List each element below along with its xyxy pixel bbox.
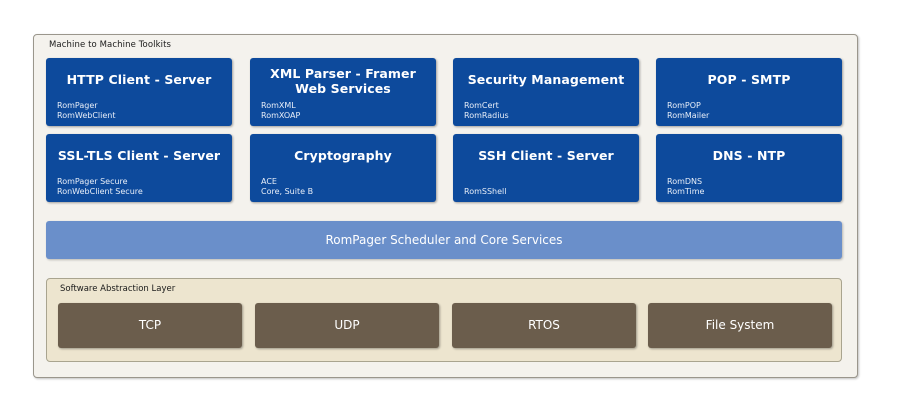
- tile-title-line: Web Services: [295, 81, 391, 96]
- tile-products: RomPager Secure RonWebClient Secure: [57, 177, 143, 197]
- tile-title: XML Parser - Framer Web Services: [254, 66, 432, 96]
- tile-products: RomXML RomXOAP: [261, 101, 300, 121]
- product-name: RomPOP: [667, 101, 701, 110]
- tile-cryptography: Cryptography ACE Core, Suite B: [250, 134, 436, 202]
- tile-pop-smtp: POP - SMTP RomPOP RomMailer: [656, 58, 842, 126]
- tile-title: POP - SMTP: [707, 72, 791, 87]
- scheduler-core-services-bar: RomPager Scheduler and Core Services: [46, 221, 842, 259]
- layer-item-file-system: File System: [648, 303, 832, 348]
- product-name: ACE: [261, 177, 277, 186]
- layer-item-rtos: RTOS: [452, 303, 636, 348]
- product-name: RomSShell: [464, 187, 507, 196]
- tile-products: RomPager RomWebClient: [57, 101, 116, 121]
- product-name: RomXML: [261, 101, 296, 110]
- product-name: RomWebClient: [57, 111, 116, 120]
- product-name: RomPager: [57, 101, 98, 110]
- tile-title: HTTP Client - Server: [66, 72, 212, 87]
- tile-products: RomSShell: [464, 187, 506, 197]
- tile-xml-parser-framer: XML Parser - Framer Web Services RomXML …: [250, 58, 436, 126]
- tile-title-line: XML Parser - Framer: [270, 66, 416, 81]
- tile-title: SSL-TLS Client - Server: [57, 148, 221, 163]
- tile-http-client-server: HTTP Client - Server RomPager RomWebClie…: [46, 58, 232, 126]
- tile-products: RomDNS RomTime: [667, 177, 704, 197]
- product-name: RonWebClient Secure: [57, 187, 143, 196]
- tile-dns-ntp: DNS - NTP RomDNS RomTime: [656, 134, 842, 202]
- product-name: RomCert: [464, 101, 499, 110]
- product-name: Core, Suite B: [261, 187, 314, 196]
- tile-title: Security Management: [467, 72, 625, 87]
- product-name: RomMailer: [667, 111, 710, 120]
- software-abstraction-layer-title: Software Abstraction Layer: [60, 284, 176, 294]
- tile-title: Cryptography: [294, 148, 392, 163]
- tile-products: ACE Core, Suite B: [261, 177, 313, 197]
- product-name: RomRadius: [464, 111, 509, 120]
- product-name: RomTime: [667, 187, 705, 196]
- layer-item-tcp: TCP: [58, 303, 242, 348]
- product-name: RomXOAP: [261, 111, 301, 120]
- tile-ssh-client-server: SSH Client - Server RomSShell: [453, 134, 639, 202]
- tile-title: DNS - NTP: [712, 148, 786, 163]
- tile-ssl-tls-client-server: SSL-TLS Client - Server RomPager Secure …: [46, 134, 232, 202]
- toolkits-title: Machine to Machine Toolkits: [49, 40, 172, 50]
- product-name: RomDNS: [667, 177, 703, 186]
- layer-item-udp: UDP: [255, 303, 439, 348]
- tile-security-management: Security Management RomCert RomRadius: [453, 58, 639, 126]
- product-name: RomPager Secure: [57, 177, 128, 186]
- tile-title: SSH Client - Server: [478, 148, 614, 163]
- tile-products: RomPOP RomMailer: [667, 101, 709, 121]
- tile-products: RomCert RomRadius: [464, 101, 509, 121]
